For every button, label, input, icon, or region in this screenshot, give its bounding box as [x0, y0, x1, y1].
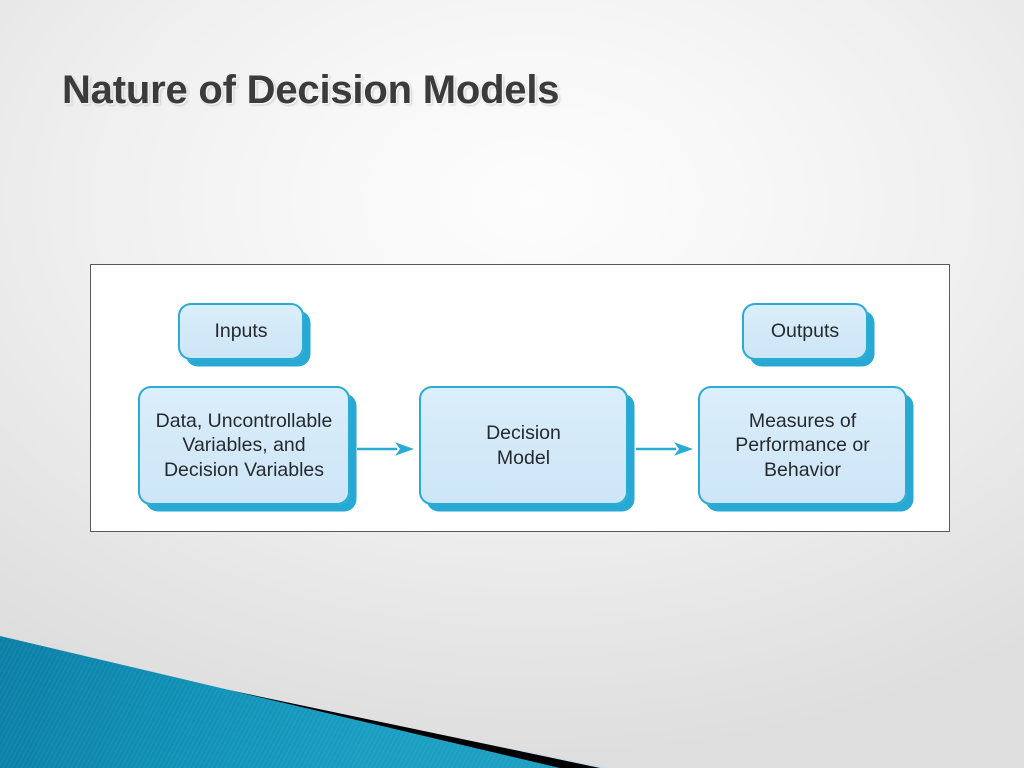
arrow-right-icon — [636, 442, 693, 456]
diagram-label-outputs-text: Outputs — [770, 320, 840, 343]
diagram-label-inputs-text: Inputs — [214, 320, 268, 343]
diagram-label-outputs[interactable]: Outputs — [742, 303, 868, 360]
decoration-teal-band — [0, 636, 560, 768]
diagram-label-inputs[interactable]: Inputs — [178, 303, 304, 360]
arrow-right-icon — [357, 442, 414, 456]
arrow-model-to-measures — [636, 442, 694, 456]
page-title: Nature of Decision Models — [62, 68, 560, 112]
arrow-data-to-model — [357, 442, 415, 456]
